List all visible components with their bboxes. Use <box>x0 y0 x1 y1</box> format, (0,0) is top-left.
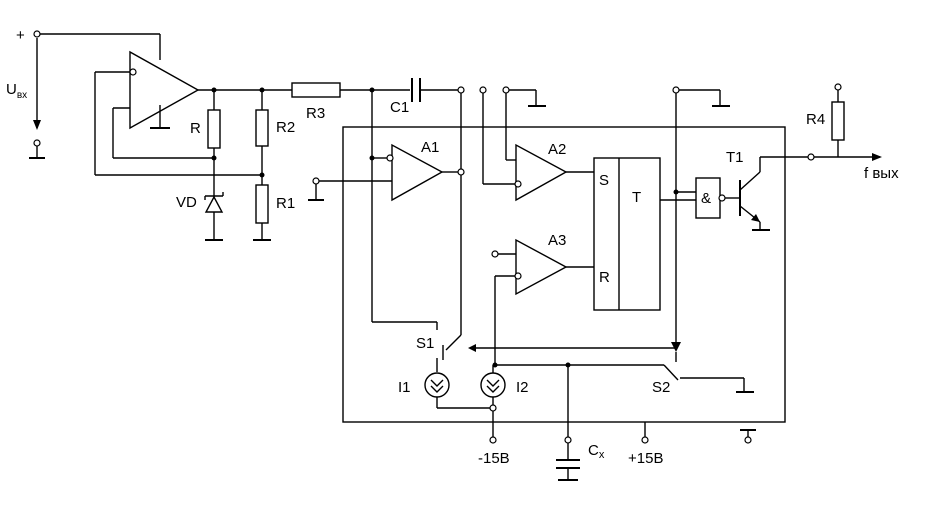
capacitor-cx: Cx <box>556 365 605 481</box>
flipflop-r-label: R <box>599 269 610 286</box>
pos-supply-label: +15В <box>628 450 663 467</box>
comparator-a3-label: A3 <box>548 232 566 249</box>
resistor-r2: R2 <box>255 90 295 185</box>
neg-supply-terminal: -15В <box>478 411 510 467</box>
resistor-r1-label: R1 <box>276 195 295 212</box>
transistor-t1: T1 <box>726 149 808 231</box>
resistor-r2-label: R2 <box>276 119 295 136</box>
comparator-a3: A3 <box>491 232 594 365</box>
current-source-i2-label: I2 <box>516 379 529 396</box>
transistor-t1-label: T1 <box>726 149 744 166</box>
input-voltage-label: Uвх <box>6 81 27 101</box>
capacitor-cx-label: Cx <box>588 442 605 461</box>
resistor-r4: R4 <box>806 83 845 157</box>
zener-vd-label: VD <box>176 194 197 211</box>
and-gate: & <box>671 93 740 352</box>
switch-s1-label: S1 <box>416 335 434 352</box>
resistor-r-label: R <box>190 120 201 137</box>
input-plus-label: + <box>16 27 25 44</box>
output-terminal: f вых <box>807 153 899 182</box>
current-source-i2: I2 <box>480 365 529 412</box>
current-source-i1: I1 <box>398 358 493 409</box>
switch-s2-label: S2 <box>652 379 670 396</box>
comparator-a1-label: A1 <box>421 139 439 156</box>
switch-s2: S2 <box>652 352 754 396</box>
flipflop-t-label: T <box>632 189 641 206</box>
and-gate-label: & <box>701 190 711 207</box>
rs-flipflop: S T R <box>593 157 696 311</box>
capacitor-c1: C1 <box>390 78 458 116</box>
comparator-a2: A2 <box>482 93 594 202</box>
ground-terminal-module <box>740 429 756 444</box>
current-source-i1-label: I1 <box>398 379 411 396</box>
flipflop-s-label: S <box>599 172 609 189</box>
resistor-r: R <box>190 90 221 190</box>
comparator-a2-label: A2 <box>548 141 566 158</box>
neg-supply-label: -15В <box>478 450 510 467</box>
output-label: f вых <box>864 165 899 182</box>
comparator-a1: A1 <box>308 90 465 335</box>
resistor-r4-label: R4 <box>806 111 825 128</box>
resistor-r1: R1 <box>253 184 295 241</box>
capacitor-c1-label: C1 <box>390 99 409 116</box>
switch-s1: S1 <box>372 321 676 360</box>
resistor-r3: R3 <box>291 82 410 122</box>
resistor-r3-label: R3 <box>306 105 325 122</box>
input-terminals: + Uвх <box>6 27 161 159</box>
zener-vd: VD <box>176 190 224 241</box>
timer-module-box <box>342 126 786 423</box>
pos-supply-terminal: +15В <box>628 422 663 467</box>
